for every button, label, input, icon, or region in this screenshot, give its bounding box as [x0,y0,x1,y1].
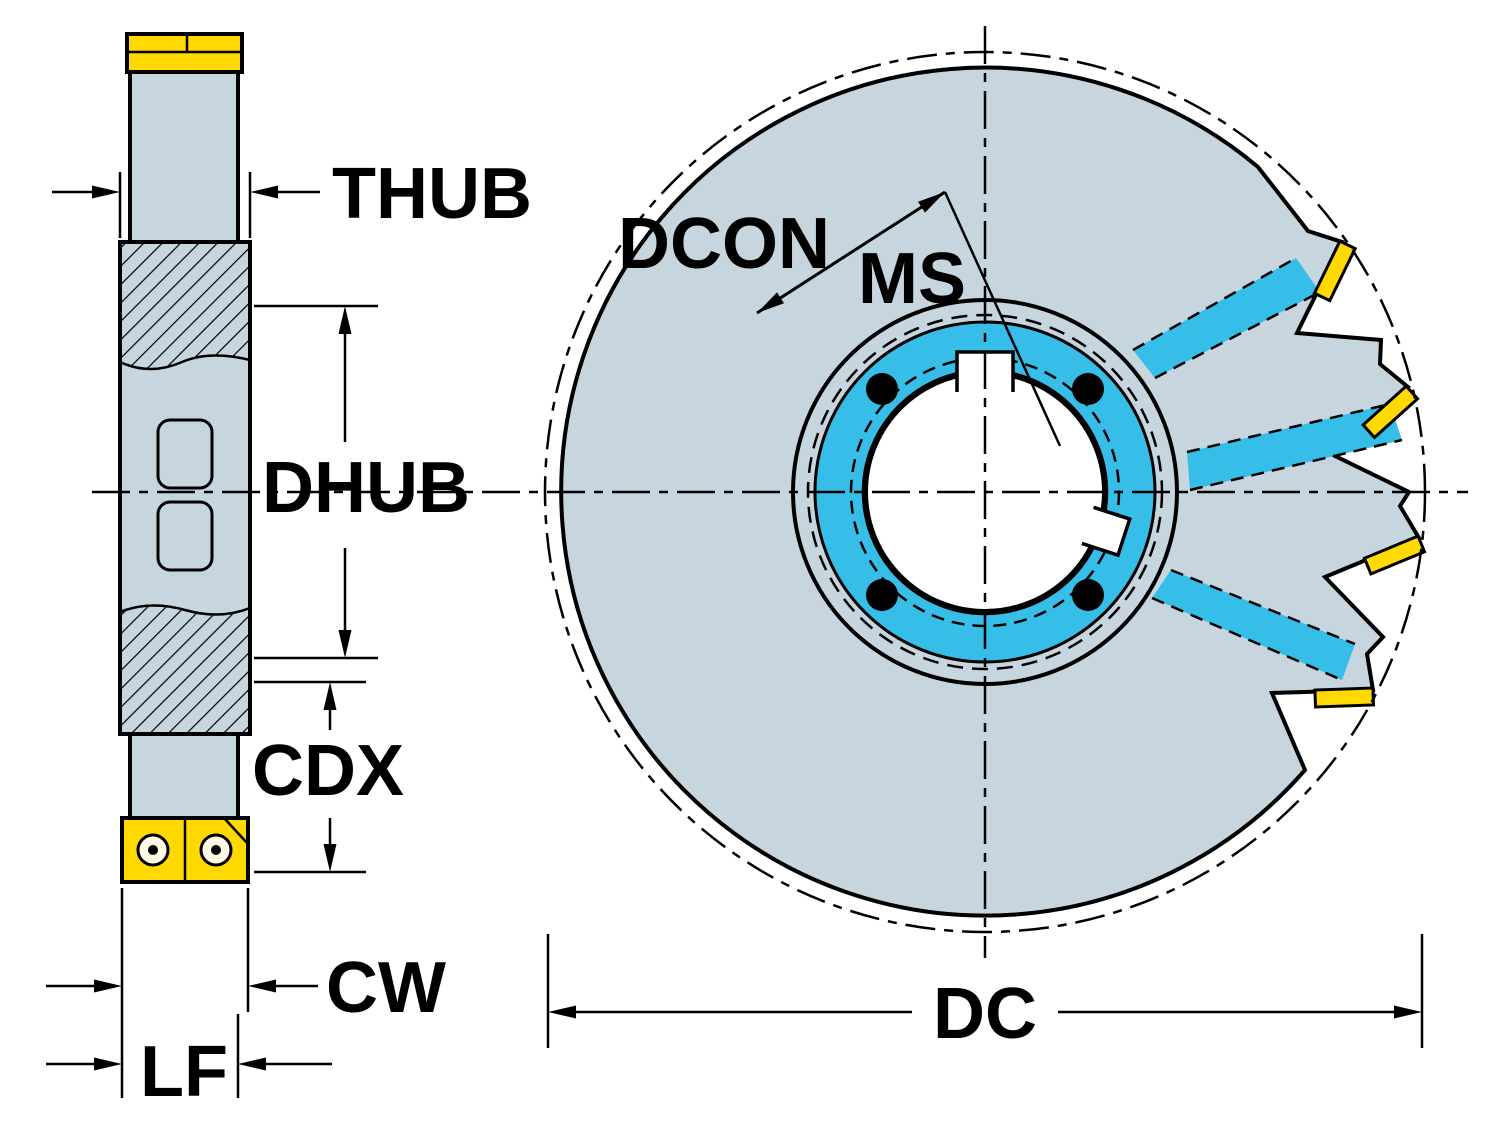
lower-body-column [128,732,240,820]
dc-arrow-left [548,1005,576,1019]
dc-arrow-right [1394,1005,1422,1019]
flute-top-edge-2 [1154,290,1321,380]
drive-hole-nw [866,373,898,405]
peripheral-insert-1 [1313,686,1376,709]
thub-label: THUB [332,154,532,234]
dcon-leader-line [756,190,946,315]
centerlines [92,26,1468,958]
flute-middle-edge-2 [1189,438,1403,492]
dimensions-left-view: THUB DHUB CDX CW LF [46,154,532,1112]
ms-leader-line [943,191,1062,447]
cw-arrow-left [94,979,122,993]
cdx-label: CDX [252,731,404,811]
cw-arrow-right [248,979,276,993]
drive-hole-se [1072,579,1104,611]
dhub-label: DHUB [262,448,470,528]
ms-arrow [918,192,945,213]
lf-label: LF [140,1032,228,1112]
thub-arrow-right [250,185,278,199]
upper-body-column [128,70,240,244]
flute-bottom-edge-2 [1151,596,1343,682]
ms-label: MS [858,239,966,319]
cw-label: CW [326,948,446,1028]
hub-hatch-upper [120,242,250,369]
dcon-label: DCON [618,204,830,284]
flute-bottom [1152,570,1355,680]
lf-arrow-right [238,1057,266,1071]
hub-break-line-lower [119,604,251,616]
drive-hole-ne [1072,373,1104,405]
flute-top-edge-1 [1132,256,1297,352]
peripheral-insert-2 [1362,534,1427,576]
flute-bottom-edge-1 [1170,568,1356,646]
hub-keyway-detail-upper [156,418,214,490]
thub-arrow-left [92,185,120,199]
cdx-arrow-top [323,682,337,710]
insert-screw-left-center [148,845,158,855]
hub-keyway-detail-lower [156,500,214,572]
dc-label: DC [933,974,1037,1054]
drive-hole-sw [866,579,898,611]
cross-section-view [118,32,252,884]
dhub-arrow-top [338,306,352,334]
peripheral-insert-3 [1360,383,1420,440]
hub-hatch-lower [120,605,250,734]
flute-middle [1187,404,1402,490]
bottom-insert-chamfer-line [223,817,249,845]
dimensions-front-view: DCON MS DC [546,190,1424,1054]
cdx-arrow-bottom [323,844,337,872]
flute-top [1133,258,1320,378]
lf-arrow-left [94,1057,122,1071]
flute-middle-edge-1 [1186,402,1391,454]
peripheral-insert-4 [1312,239,1358,303]
dcon-arrow [757,292,784,313]
insert-screw-right-center [211,845,221,855]
keyway-slot-side [1081,505,1132,558]
dhub-arrow-bottom [338,630,352,658]
hub-break-line-upper [119,354,251,371]
